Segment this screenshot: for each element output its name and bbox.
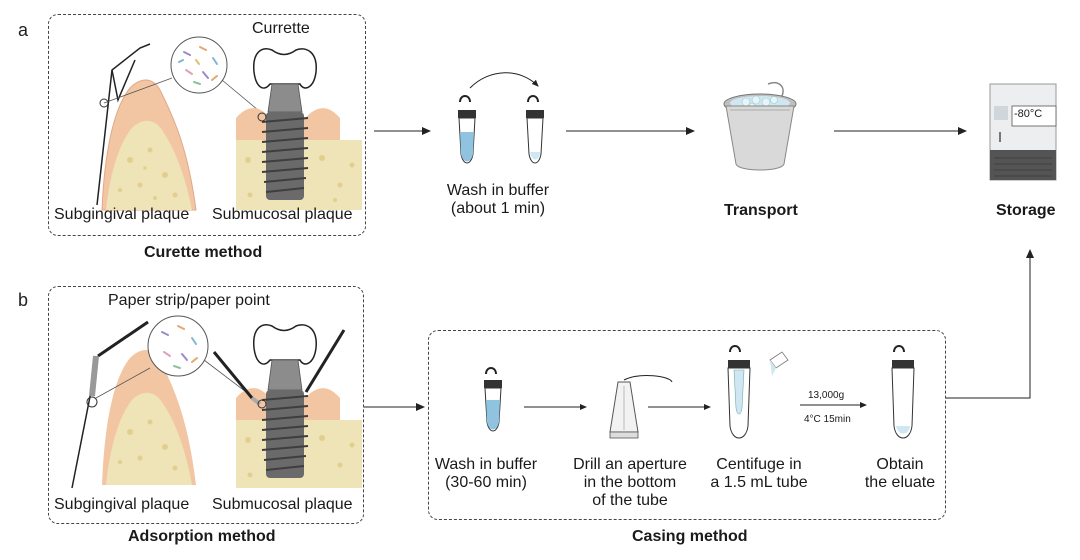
tube-with-buffer-a: [458, 95, 476, 164]
arrow-casing-to-storage: [946, 249, 1034, 399]
abutment-b: [267, 359, 303, 391]
bone-spots-left-a: [118, 147, 178, 200]
casing-drill-tube: [609, 375, 673, 439]
freezer: [989, 83, 1057, 181]
bacteria-a: [178, 46, 218, 85]
casing-step-1-line1: Wash in buffer: [434, 456, 538, 473]
crown-b: [253, 324, 317, 365]
bone-spots-right-a: [245, 155, 355, 202]
casing-step-4-line1: Obtain: [876, 456, 924, 473]
bone-spots-right-b: [245, 435, 355, 478]
adsorption-method-box: [48, 286, 364, 524]
bone-spots-left-b: [118, 419, 178, 471]
casing-eluate-tube: [891, 345, 915, 439]
ice-bucket: [723, 82, 797, 171]
casing-step-4-line2: the eluate: [864, 474, 936, 491]
freezer-temp-display: -80°C: [1014, 108, 1043, 120]
abutment-a: [267, 83, 303, 113]
panel-a-letter: a: [18, 20, 29, 40]
casing-step-2-line2: in the bottom: [583, 474, 677, 491]
implant-threads-b: [261, 395, 309, 471]
casing-step-4-label: Obtain the eluate: [852, 456, 948, 492]
centrifuge-speed-label: 13,000g: [808, 390, 845, 401]
bone-left-b: [106, 392, 192, 485]
casing-method-title: Casing method: [632, 528, 748, 545]
panel-b-letter: b: [18, 290, 29, 310]
curette-tool-a: [96, 43, 151, 206]
casing-nested-tube: [727, 345, 789, 439]
casing-step-1-label: Wash in buffer (30-60 min): [430, 456, 542, 492]
implant-screw-b: [266, 390, 304, 478]
casing-step-2-line3: of the tube: [592, 492, 668, 509]
wash-step-a-line2: (about 1 min): [450, 200, 546, 217]
casing-step-2-label: Drill an aperture in the bottom of the t…: [560, 456, 700, 510]
casing-method-box: [428, 330, 946, 520]
paper-strip-label: Paper strip/paper point: [108, 292, 270, 309]
tube-empty-a: [526, 95, 544, 164]
panel-b-dental-scene: [71, 315, 362, 489]
casing-tube-buffer: [484, 367, 502, 432]
submucosal-label-a: Submucosal plaque: [212, 206, 353, 223]
casing-step-1-line2: (30-60 min): [445, 474, 527, 491]
submucosal-label-b: Submucosal plaque: [212, 496, 353, 513]
centrifuge-conditions-label: 4°C 15min: [804, 414, 851, 425]
casing-step-3-label: Centifuge in a 1.5 mL tube: [700, 456, 818, 492]
subgingival-label-a: Subgingival plaque: [54, 206, 190, 223]
tube-transfer-arc: [469, 72, 539, 89]
transport-label: Transport: [724, 202, 798, 219]
curette-method-box: [48, 14, 366, 236]
casing-step-3-line2: a 1.5 mL tube: [710, 474, 808, 491]
subgingival-label-b: Subgingival plaque: [54, 496, 190, 513]
wash-step-a: Wash in buffer (about 1 min): [430, 182, 566, 218]
currette-label: Currette: [252, 20, 310, 37]
adsorption-method-title: Adsorption method: [128, 528, 276, 545]
wash-step-a-line1: Wash in buffer: [446, 182, 550, 199]
bone-left-a: [106, 120, 192, 210]
casing-step-3-line1: Centifuge in: [716, 456, 802, 473]
storage-label: Storage: [996, 202, 1056, 219]
implant-threads-a: [261, 117, 309, 193]
implant-screw-a: [266, 112, 304, 200]
casing-step-2-line1: Drill an aperture: [573, 456, 687, 473]
bacteria-b: [161, 325, 198, 369]
panel-a-dental-scene: [96, 36, 362, 211]
curette-method-title: Curette method: [144, 244, 263, 261]
crown-a: [253, 48, 317, 89]
